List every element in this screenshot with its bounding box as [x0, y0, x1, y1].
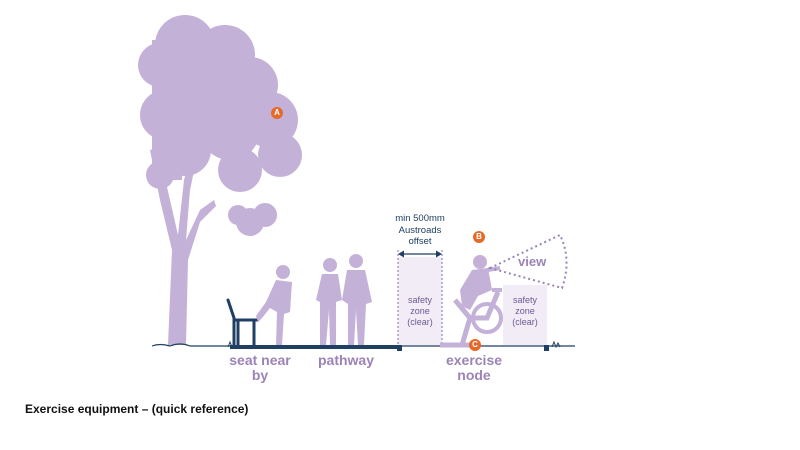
safety-zone-left-area: [398, 257, 442, 345]
safety-zone-left-label: safety zone (clear): [407, 295, 433, 327]
offset-dimension-arrow: [398, 250, 442, 258]
pathway-edge-marker: [397, 345, 402, 351]
exercise-node-label: exercise node: [445, 352, 503, 383]
marker-badge-a: A: [271, 107, 283, 119]
ground-line: [151, 343, 575, 347]
marker-badge-b: B: [473, 231, 485, 243]
grass-tuft-icon-2: [551, 340, 561, 349]
tree-icon: [138, 15, 302, 345]
stretching-person-icon: [256, 265, 292, 345]
exercise-bike-icon: [440, 255, 503, 348]
figure-caption: Exercise equipment – (quick reference): [25, 402, 249, 416]
marker-badge-c: C: [469, 339, 481, 351]
pathway-label: pathway: [317, 352, 374, 368]
seat-label: seat near by: [229, 352, 291, 383]
offset-label: min 500mm Austroads offset: [395, 213, 445, 247]
safety-zone-right-label: safety zone (clear): [512, 295, 538, 327]
safety-zone-right-area: [503, 285, 547, 345]
view-cone: [487, 233, 568, 290]
walking-couple-icon: [316, 254, 372, 345]
exercise-node-edge-marker: [544, 345, 549, 351]
bench-icon: [226, 298, 260, 348]
view-label: view: [518, 254, 547, 269]
